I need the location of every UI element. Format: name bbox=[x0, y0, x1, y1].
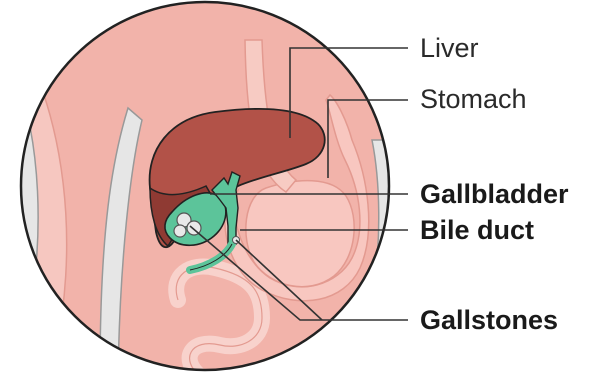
label-liver: Liver bbox=[420, 33, 479, 63]
gallstone-3 bbox=[174, 225, 186, 237]
stomach-body bbox=[246, 181, 354, 287]
label-bile-duct: Bile duct bbox=[420, 215, 534, 245]
label-gallstones: Gallstones bbox=[420, 305, 558, 335]
label-stomach: Stomach bbox=[420, 84, 527, 114]
rib-bone-left bbox=[0, 60, 38, 360]
label-gallbladder: Gallbladder bbox=[420, 179, 569, 209]
